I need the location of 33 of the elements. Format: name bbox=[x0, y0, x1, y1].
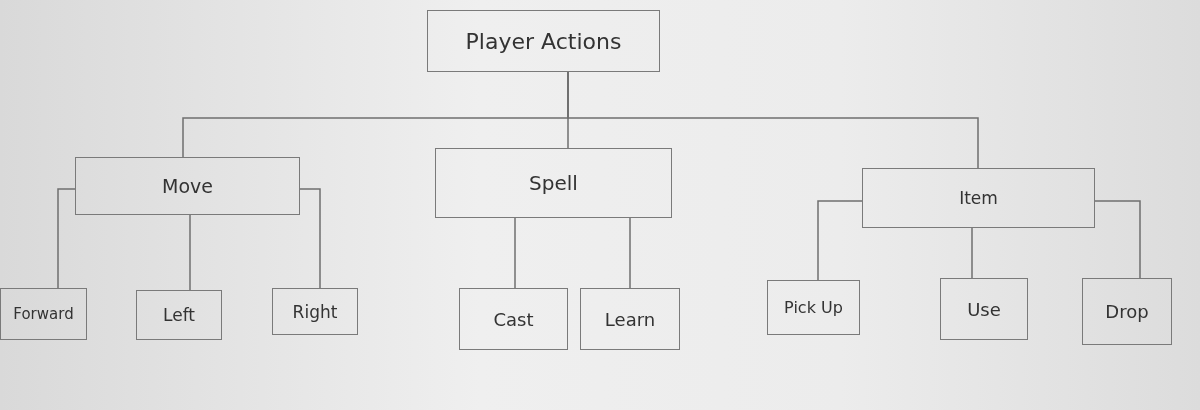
node-label: Pick Up bbox=[784, 298, 843, 317]
node-box bbox=[862, 168, 1095, 228]
node-label: Spell bbox=[529, 171, 578, 195]
node-box bbox=[75, 157, 300, 215]
connector-line bbox=[817, 200, 863, 281]
node-box bbox=[940, 278, 1028, 340]
node-box bbox=[580, 288, 680, 350]
node-box bbox=[435, 148, 672, 218]
node-label: Move bbox=[162, 175, 213, 197]
node-box bbox=[459, 288, 568, 350]
node-label: Cast bbox=[493, 308, 534, 330]
node-label: Item bbox=[959, 188, 998, 208]
node-box bbox=[272, 288, 358, 335]
node-box bbox=[427, 10, 660, 72]
node-label: Right bbox=[292, 301, 338, 322]
node-label: Forward bbox=[13, 305, 74, 323]
connector-line bbox=[57, 188, 76, 289]
node-label: Left bbox=[163, 305, 195, 325]
node-box bbox=[0, 288, 87, 340]
connector-line bbox=[1094, 200, 1141, 279]
connector-line bbox=[971, 227, 973, 279]
node-label: Learn bbox=[604, 308, 656, 330]
connector-line bbox=[514, 217, 516, 289]
node-box bbox=[767, 280, 860, 335]
connector-line bbox=[189, 214, 191, 291]
node-label: Use bbox=[967, 298, 1001, 320]
connector-line bbox=[629, 217, 631, 289]
connector-line bbox=[299, 188, 321, 289]
node-box bbox=[136, 290, 222, 340]
node-box bbox=[1082, 278, 1172, 345]
node-label: Drop bbox=[1105, 301, 1149, 322]
node-label: Player Actions bbox=[465, 28, 622, 54]
connector-line bbox=[567, 71, 979, 169]
